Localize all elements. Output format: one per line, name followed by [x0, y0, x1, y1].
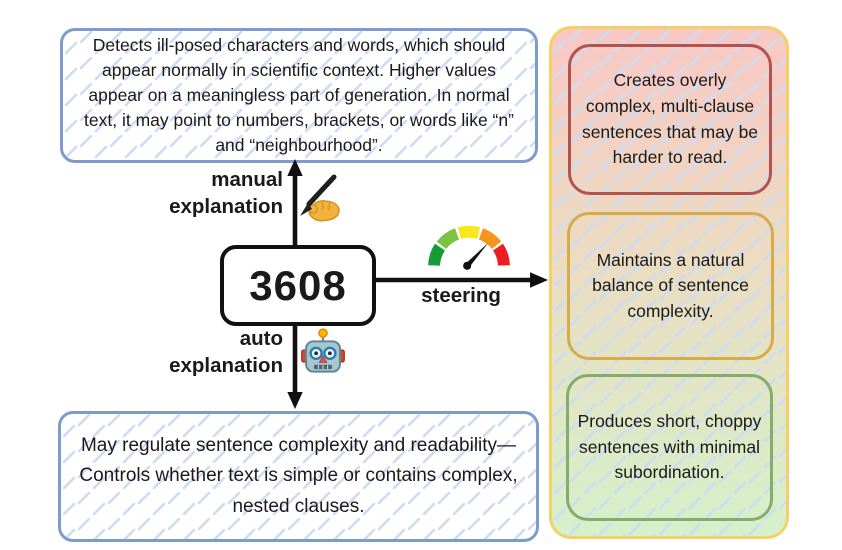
manual-explanation-label: manual explanation	[169, 168, 283, 218]
auto-explanation-label: auto explanation	[169, 327, 283, 377]
outcome-box-low-steering: Produces short, choppy sentences with mi…	[566, 374, 773, 521]
steering-label: steering	[421, 284, 501, 307]
hatch-decoration	[61, 414, 536, 539]
writing-hand-icon	[300, 174, 340, 222]
hatch-decoration	[552, 29, 786, 536]
auto-explanation-text: May regulate sentence complexity and rea…	[79, 435, 518, 517]
auto-explanation-box: May regulate sentence complexity and rea…	[58, 411, 539, 542]
outcome-neutral-text: Maintains a natural balance of sentence …	[592, 249, 749, 321]
gauge-icon	[428, 225, 510, 270]
feature-id: 3608	[249, 261, 347, 309]
manual-explanation-text: Detects ill-posed characters and words, …	[84, 34, 514, 156]
feature-id-node: 3608	[220, 245, 376, 326]
hatch-decoration	[63, 31, 535, 160]
outcome-low-text: Produces short, choppy sentences with mi…	[577, 411, 762, 483]
manual-explanation-box: Detects ill-posed characters and words, …	[60, 28, 538, 163]
robot-icon	[301, 328, 345, 373]
steering-outcomes-panel: Creates overly complex, multi-clause sen…	[549, 26, 789, 539]
outcome-box-high-steering: Creates overly complex, multi-clause sen…	[568, 44, 772, 195]
outcome-box-neutral-steering: Maintains a natural balance of sentence …	[567, 212, 774, 360]
outcome-high-text: Creates overly complex, multi-clause sen…	[581, 70, 759, 168]
